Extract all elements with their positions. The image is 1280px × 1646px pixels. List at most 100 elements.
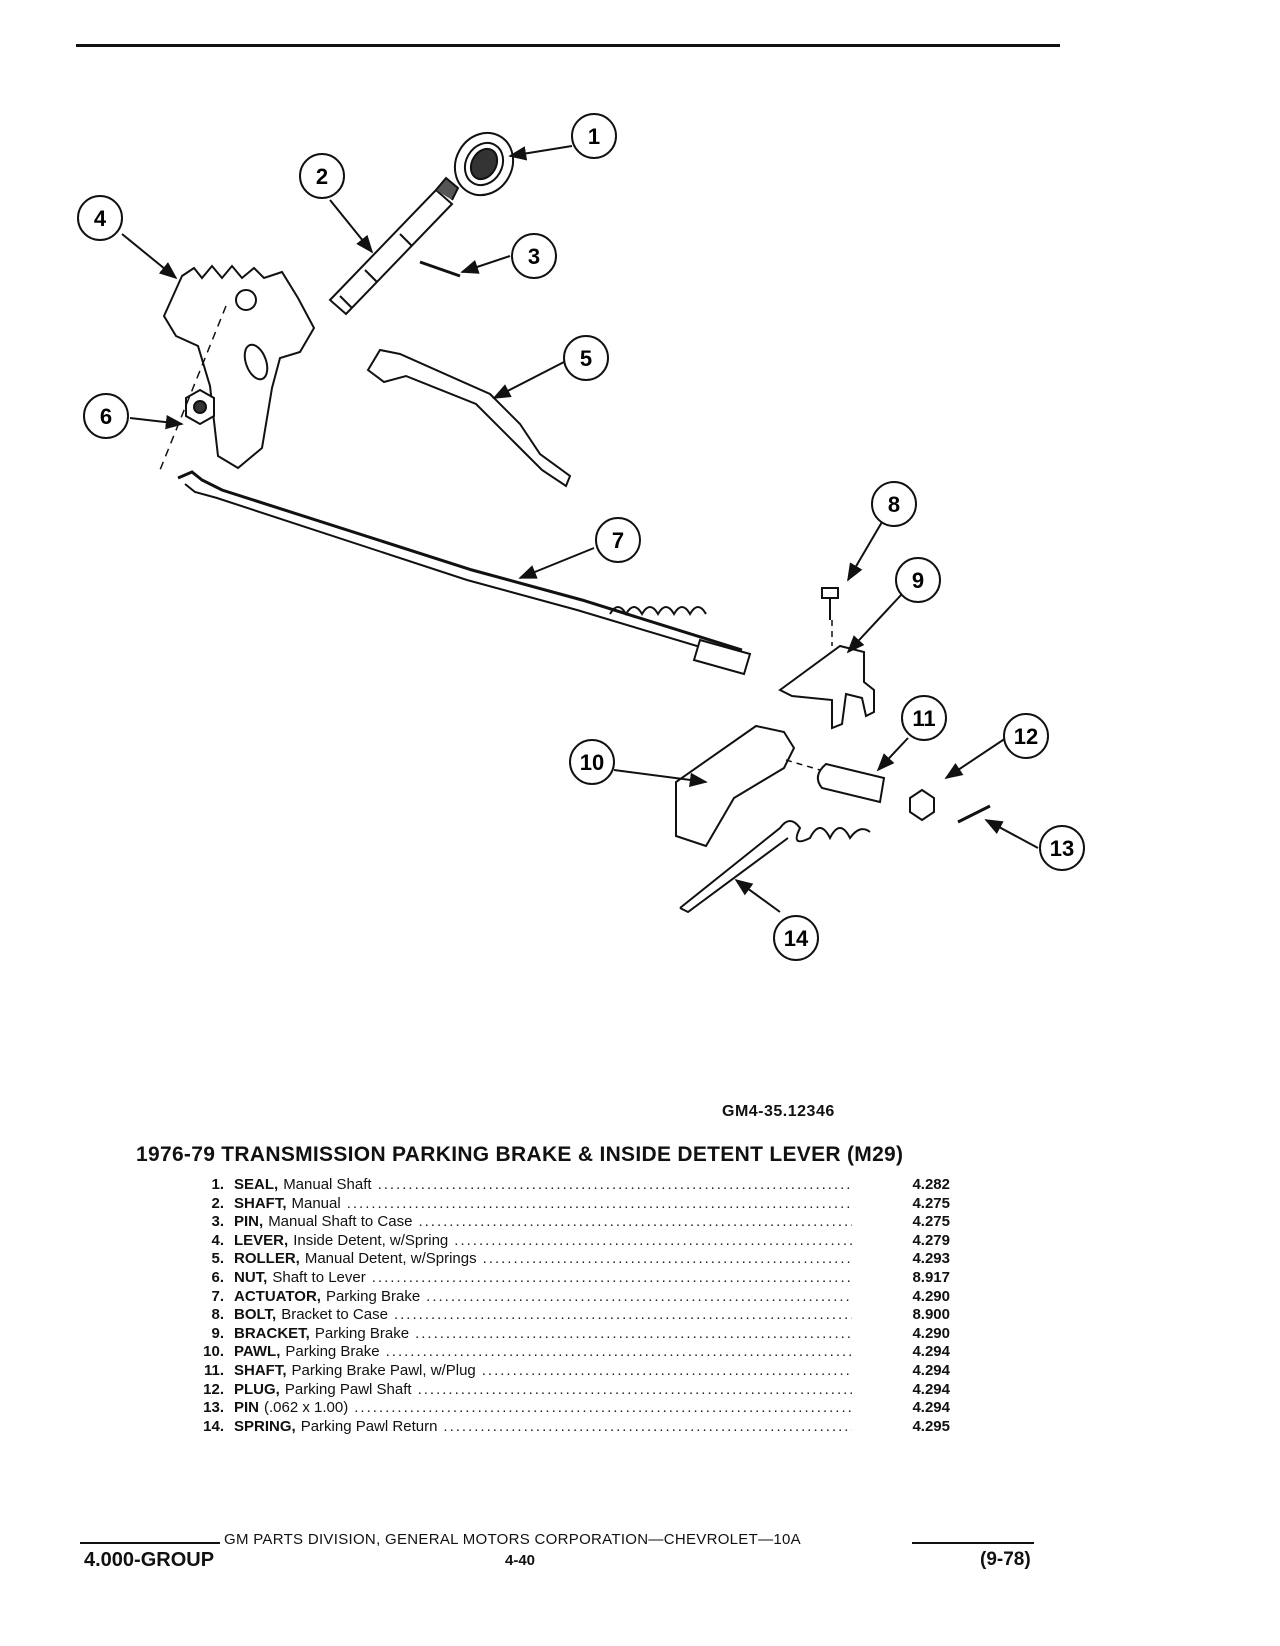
leader-dots: [483, 1250, 852, 1269]
callout-13: 13: [1039, 825, 1085, 871]
part-description: Inside Detent, w/Spring: [293, 1231, 449, 1249]
footer-rule-left: [80, 1542, 220, 1544]
part-name: NUT,: [234, 1268, 268, 1286]
seal-part: [453, 131, 515, 197]
parts-row: 11.SHAFT,Parking Brake Pawl, w/Plug4.294: [190, 1362, 950, 1381]
part-number: 8.: [211, 1306, 224, 1324]
page-number: 4-40: [505, 1552, 536, 1569]
part-name: SPRING,: [234, 1417, 296, 1435]
leader-dots: [386, 1343, 852, 1362]
part-name: BRACKET,: [234, 1324, 310, 1342]
parts-row: 8.BOLT,Bracket to Case8.900: [190, 1306, 950, 1325]
plug-part: [909, 788, 935, 822]
parts-row: 14. SPRING,Parking Pawl Return 4.295: [190, 1418, 950, 1437]
leader-dots: [454, 1232, 852, 1251]
part-ref: 4.294: [912, 1361, 950, 1379]
part-ref: 4.290: [912, 1287, 950, 1305]
part-description: Manual Detent, w/Springs: [304, 1250, 477, 1268]
detent-lever-part: [162, 264, 316, 470]
part-ref: 4.295: [912, 1417, 950, 1435]
callout-7: 7: [595, 517, 641, 563]
svg-text:7: 7: [612, 528, 624, 553]
bolt-part: [821, 587, 839, 620]
pawl-part: [675, 724, 796, 848]
part-number: 5.: [211, 1250, 224, 1268]
callout-11: 11: [901, 695, 947, 741]
part-number: 12.: [203, 1380, 224, 1398]
part-name: PIN,: [234, 1213, 264, 1231]
part-ref: 4.294: [912, 1343, 950, 1361]
part-number: 13.: [203, 1399, 224, 1417]
part-ref: 4.293: [912, 1250, 950, 1268]
leader-dots: [418, 1213, 852, 1232]
leader-dots: [443, 1418, 852, 1437]
part-description: Manual Shaft: [283, 1176, 372, 1193]
parts-row: 4. LEVER,Inside Detent, w/Spring 4.279: [190, 1232, 950, 1251]
parts-row: 7.ACTUATOR,Parking Brake4.290: [190, 1288, 950, 1307]
part-name: ROLLER,: [234, 1250, 300, 1268]
svg-text:14: 14: [784, 926, 809, 951]
part-name: SHAFT,: [234, 1361, 287, 1379]
svg-text:1: 1: [588, 124, 600, 149]
part-number: 3.: [211, 1213, 224, 1231]
leader-dots: [415, 1325, 852, 1344]
part-ref: 4.279: [912, 1231, 950, 1249]
part-description: Parking Pawl Return: [300, 1417, 438, 1435]
spring-part: [679, 820, 871, 914]
part-ref: 4.294: [912, 1380, 950, 1398]
part-name: SHAFT,: [234, 1194, 287, 1212]
page-title: 1976-79 TRANSMISSION PARKING BRAKE & INS…: [136, 1143, 904, 1166]
callout-3: 3: [511, 233, 557, 279]
footer-date: (9-78): [980, 1549, 1031, 1570]
leader-dots: [394, 1306, 852, 1325]
part-number: 14.: [203, 1417, 224, 1435]
parts-row: 13.PIN(.062 x 1.00)4.294: [190, 1399, 950, 1418]
part-description: Bracket to Case: [281, 1306, 388, 1324]
part-number: 11.: [203, 1361, 224, 1379]
top-rule: [76, 44, 1060, 47]
part-number: 10.: [203, 1343, 224, 1361]
leader-dots: [426, 1288, 852, 1307]
part-description: Parking Brake: [325, 1287, 421, 1305]
svg-text:3: 3: [528, 244, 540, 269]
roller-part: [366, 348, 572, 488]
part-ref: 4.282: [912, 1176, 950, 1193]
manual-shaft-part: [328, 176, 460, 316]
part-number: 1.: [211, 1176, 224, 1193]
pin-small-part: [957, 804, 991, 824]
pawl-shaft-part: [816, 762, 886, 804]
callout-8: 8: [871, 481, 917, 527]
part-description: Manual: [291, 1194, 341, 1212]
nut-part: [185, 388, 215, 426]
callout-5: 5: [563, 335, 609, 381]
part-name: BOLT,: [234, 1306, 277, 1324]
pin-part: [419, 260, 461, 278]
part-ref: 8.917: [912, 1268, 950, 1286]
svg-text:5: 5: [580, 346, 592, 371]
part-number: 4.: [211, 1231, 224, 1249]
svg-text:6: 6: [100, 404, 112, 429]
part-number: 7.: [211, 1287, 224, 1305]
svg-text:12: 12: [1014, 724, 1038, 749]
parts-row: 2.SHAFT,Manual4.275: [190, 1195, 950, 1214]
part-description: Manual Shaft to Case: [268, 1213, 413, 1231]
leader-dots: [372, 1269, 852, 1288]
callout-14: 14: [773, 915, 819, 961]
svg-text:4: 4: [94, 206, 107, 231]
part-ref: 4.275: [912, 1194, 950, 1212]
parts-row: 6.NUT,Shaft to Lever8.917: [190, 1269, 950, 1288]
footer-credit: GM PARTS DIVISION, GENERAL MOTORS CORPOR…: [224, 1531, 801, 1548]
svg-text:11: 11: [912, 706, 935, 731]
part-name: LEVER,: [234, 1231, 289, 1249]
leader-dots: [354, 1399, 852, 1418]
part-number: 6.: [211, 1268, 224, 1286]
parts-row: 1.SEAL,Manual Shaft4.282: [190, 1176, 950, 1195]
footer-group: 4.000-GROUP: [84, 1549, 215, 1571]
leader-dots: [347, 1195, 852, 1214]
part-ref: 4.294: [912, 1399, 950, 1417]
figure-id: GM4-35.12346: [722, 1103, 835, 1120]
footer-rule-right: [912, 1542, 1034, 1544]
svg-text:8: 8: [888, 492, 900, 517]
parts-row: 9.BRACKET,Parking Brake4.290: [190, 1325, 950, 1344]
part-description: Parking Brake: [314, 1324, 410, 1342]
